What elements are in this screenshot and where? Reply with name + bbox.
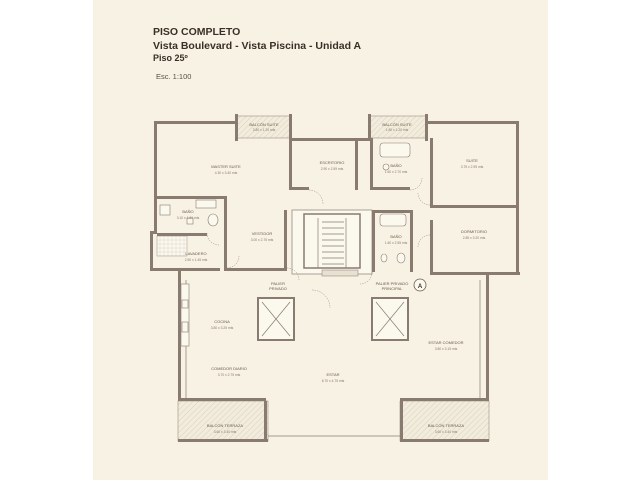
scale-label: Esc. 1:100 [156,72,192,81]
balcony-terrace-1 [177,400,269,442]
room-name: BAÑO [390,163,401,168]
room-name: VESTIDOR [252,231,273,236]
room-dims: 2.50 x 1.45 mts [185,258,208,262]
room-name: BALCÓN TERRAZA [428,423,464,428]
room-dims: 1.80 x 1.20 mts [386,128,409,132]
exterior-walls [150,121,520,275]
room-name: BAÑO [390,234,401,239]
room-dims: 6.70 x 4.75 mts [322,379,345,383]
room-name: ESTAR [326,372,339,377]
room-name: MASTER SUITE [211,164,241,169]
room-dims: 3.80 x 1.20 mts [253,128,276,132]
room-dims: 3.00 x 2.75 mts [251,238,274,242]
unit-marker: A [413,278,427,292]
room-name: ESTAR COMEDOR [428,340,463,345]
room-dims: 3.60 x 3.40 mts [214,430,237,434]
room-dims: 3.80 x 3.25 mts [211,326,234,330]
room-dims: 3.60 x 3.40 mts [435,430,458,434]
room-dims: 3.10 x 1.60 mts [177,216,200,220]
room-name: ESCRITORIO [320,160,345,165]
room-name: BALCÓN SUITE [249,122,279,127]
room-name: DORMITORIO [461,229,487,234]
room-dims: 1.60 x 2.55 mts [385,241,408,245]
bathroom-fixtures [156,142,411,264]
elevator-shaft-1 [257,297,295,341]
floor-label: Piso 25º [153,53,188,63]
room-dims: 2.85 x 3.20 mts [463,236,486,240]
room-dims: 1.60 x 2.70 mts [385,170,408,174]
kitchen-fixtures [180,283,190,347]
room-dims: 3.70 x 2.75 mts [218,373,241,377]
unit-marker-label: A [418,284,423,290]
room-name: SUITE [466,158,478,163]
stair-core [291,209,373,277]
balcony-suite-1 [235,114,292,141]
balcony-suite-2 [368,114,428,141]
room-dims: 2.90 x 2.59 mts [321,167,344,171]
room-dims: 4.30 x 3.40 mts [215,171,238,175]
room-name: LAVADERO [185,251,206,256]
page-subtitle: Vista Boulevard - Vista Piscina - Unidad… [153,40,362,52]
room-dims: 3.80 x 3.15 mts [435,347,458,351]
room-name: BALCÓN TERRAZA [207,423,243,428]
elevator-shaft-2 [371,297,409,341]
room-name: COCINA [214,319,230,324]
door-swings [206,177,431,309]
room-name: BAÑO [182,209,193,214]
balcony-terrace-2 [399,400,490,442]
page-title: PISO COMPLETO [153,26,241,38]
room-name: COMEDOR DIARIO [211,366,247,371]
room-dims: 3.75 x 2.95 mts [461,165,484,169]
interior-walls [157,138,518,275]
room-name: BALCÓN SUITE [382,122,412,127]
